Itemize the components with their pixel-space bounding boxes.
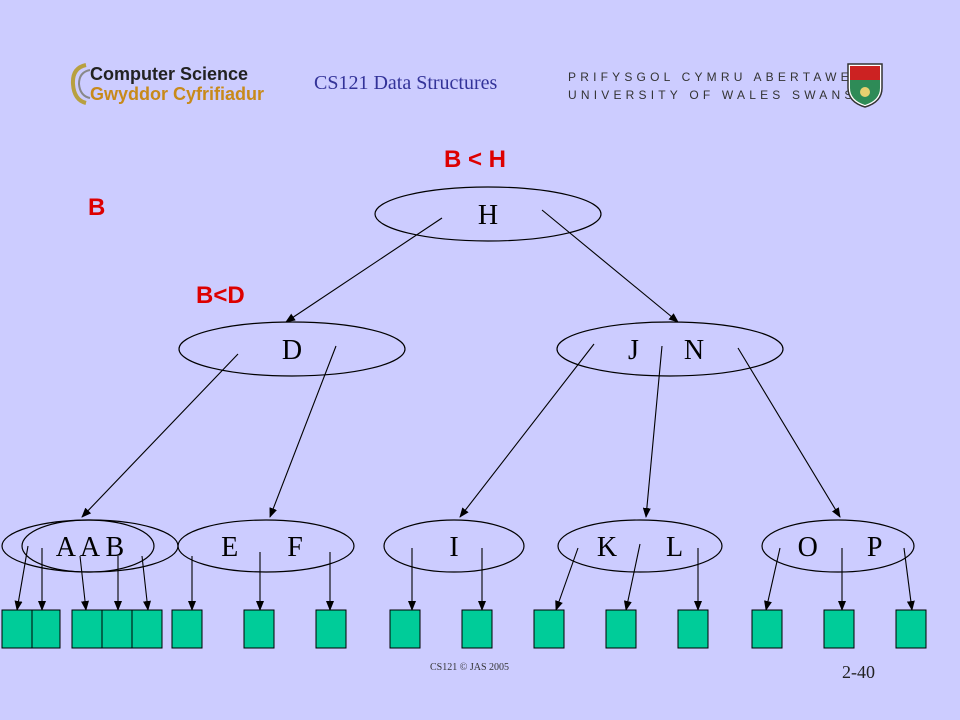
node-jn-keys: J N bbox=[628, 335, 704, 366]
edge-jn-i bbox=[459, 343, 595, 518]
child-block bbox=[895, 609, 927, 649]
compare-child-label: B<D bbox=[196, 282, 245, 309]
leaf-i-keys: I bbox=[449, 532, 458, 563]
child-block bbox=[31, 609, 61, 649]
child-block bbox=[243, 609, 275, 649]
child-block bbox=[389, 609, 421, 649]
leaf-i bbox=[383, 519, 525, 573]
pointer bbox=[623, 543, 641, 611]
edge-jn-op bbox=[737, 347, 841, 518]
copyright-footer: CS121 © JAS 2005 bbox=[430, 662, 510, 673]
child-block bbox=[751, 609, 783, 649]
pointer bbox=[141, 555, 151, 611]
child-block bbox=[461, 609, 493, 649]
cs-logo-icon bbox=[70, 63, 91, 105]
child-block bbox=[171, 609, 203, 649]
pointer bbox=[555, 547, 579, 611]
child-block bbox=[71, 609, 103, 649]
leaf-op bbox=[761, 519, 915, 573]
child-block bbox=[823, 609, 855, 649]
university-name-english: UNIVERSITY OF WALES SWANSEA bbox=[568, 88, 881, 102]
leaf-kl-keys: K L bbox=[597, 532, 683, 563]
edge-h-jn bbox=[541, 209, 679, 323]
logo-subtitle: Gwyddor Cyfrifiadur bbox=[90, 84, 265, 104]
edge-jn-kl bbox=[642, 345, 663, 518]
pointer bbox=[79, 555, 89, 611]
pointer bbox=[14, 545, 29, 611]
computer-science-logo: Computer Science Gwyddor Cyfrifiadur bbox=[70, 62, 295, 108]
course-title: CS121 Data Structures bbox=[314, 72, 498, 94]
child-block bbox=[1, 609, 33, 649]
edge-h-d bbox=[285, 217, 443, 323]
pointer bbox=[903, 547, 915, 611]
university-name-welsh: PRIFYSGOL CYMRU ABERTAWE bbox=[568, 70, 853, 84]
child-block bbox=[101, 609, 133, 649]
child-block bbox=[533, 609, 565, 649]
university-crest-icon bbox=[846, 62, 884, 108]
root-node-keys: H bbox=[478, 200, 498, 231]
edge-d-aab bbox=[81, 353, 239, 518]
edge-d-ef bbox=[269, 345, 337, 518]
leaf-kl bbox=[557, 519, 723, 573]
leaf-op-keys: O P bbox=[798, 532, 883, 563]
compare-root-label: B < H bbox=[444, 146, 507, 173]
child-block bbox=[605, 609, 637, 649]
node-d-keys: D bbox=[282, 335, 302, 366]
page-number: 2-40 bbox=[842, 662, 875, 682]
child-block bbox=[677, 609, 709, 649]
root-node bbox=[374, 186, 602, 242]
child-block bbox=[315, 609, 347, 649]
pointer bbox=[764, 547, 781, 611]
leaf-ef bbox=[177, 519, 355, 573]
leaf-aab-highlight bbox=[21, 519, 155, 573]
search-key-label: B bbox=[88, 194, 106, 221]
child-block bbox=[131, 609, 163, 649]
leaf-aab-keys: A A B bbox=[56, 532, 124, 563]
leaf-ef-keys: E F bbox=[221, 532, 303, 563]
logo-title: Computer Science bbox=[90, 64, 249, 84]
